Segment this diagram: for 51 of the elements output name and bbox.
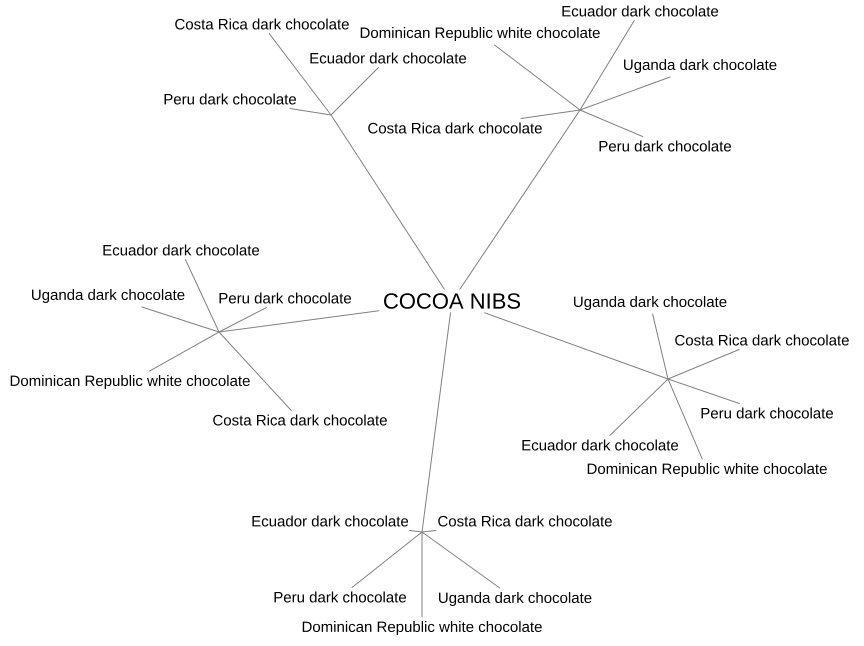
connector-line <box>141 306 220 332</box>
leaf-label: Uganda dark chocolate <box>439 592 592 606</box>
leaf-label: Dominican Republic white chocolate <box>360 27 600 41</box>
leaf-label: Ecuador dark chocolate <box>103 244 260 256</box>
connector-line <box>668 378 740 404</box>
leaf-label: Ecuador dark chocolate <box>310 52 466 64</box>
leaf-label: Costa Rica dark chocolate <box>368 122 542 134</box>
connector-line <box>422 312 451 532</box>
root-label: COCOA NIBS <box>384 293 520 309</box>
connector-line <box>609 378 668 436</box>
connector-line <box>422 532 500 589</box>
leaf-label: Dominican Republic white chocolate <box>588 463 827 477</box>
leaf-label: Uganda dark chocolate <box>574 296 726 310</box>
connector-line <box>520 110 580 119</box>
connector-line <box>218 332 292 411</box>
connector-line <box>580 20 635 110</box>
leaf-label: Ecuador dark chocolate <box>562 6 718 16</box>
connector-line <box>580 110 644 137</box>
connector-line <box>218 307 268 332</box>
leaf-label: Dominican Republic white chocolate <box>302 621 542 635</box>
connector-line <box>218 310 380 332</box>
leaf-label: Costa Rica dark chocolate <box>213 414 387 426</box>
leaf-label: Uganda dark chocolate <box>32 289 184 303</box>
leaf-label: Ecuador dark chocolate <box>252 516 408 526</box>
connector-line <box>484 312 668 380</box>
leaf-label: Costa Rica dark chocolate <box>175 18 349 30</box>
connector-line <box>268 33 332 116</box>
leaf-label: Dominican Republic white chocolate <box>10 375 250 389</box>
connector-line <box>494 44 580 110</box>
connector-line <box>668 378 703 460</box>
leaf-label: Peru dark chocolate <box>702 408 833 418</box>
leaf-label: Peru dark chocolate <box>274 592 406 602</box>
leaf-label: Peru dark chocolate <box>600 140 731 152</box>
connector-line <box>668 349 740 380</box>
leaf-label: Costa Rica dark chocolate <box>675 334 849 346</box>
connector-line <box>149 332 220 372</box>
leaf-label: Uganda dark chocolate <box>624 59 776 73</box>
connector-line <box>330 114 445 290</box>
connector-line <box>409 530 422 532</box>
connector-line <box>652 314 668 380</box>
connector-line <box>290 108 332 116</box>
connector-line <box>330 67 379 116</box>
connector-line <box>580 76 671 110</box>
leaf-label: Peru dark chocolate <box>164 94 296 104</box>
connector-line <box>422 530 436 532</box>
connector-line <box>184 259 220 332</box>
leaf-label: Peru dark chocolate <box>220 292 351 304</box>
leaf-label: Ecuador dark chocolate <box>522 440 678 450</box>
connector-line <box>459 110 580 290</box>
connector-line <box>352 532 422 588</box>
leaf-label: Costa Rica dark chocolate <box>438 516 612 526</box>
